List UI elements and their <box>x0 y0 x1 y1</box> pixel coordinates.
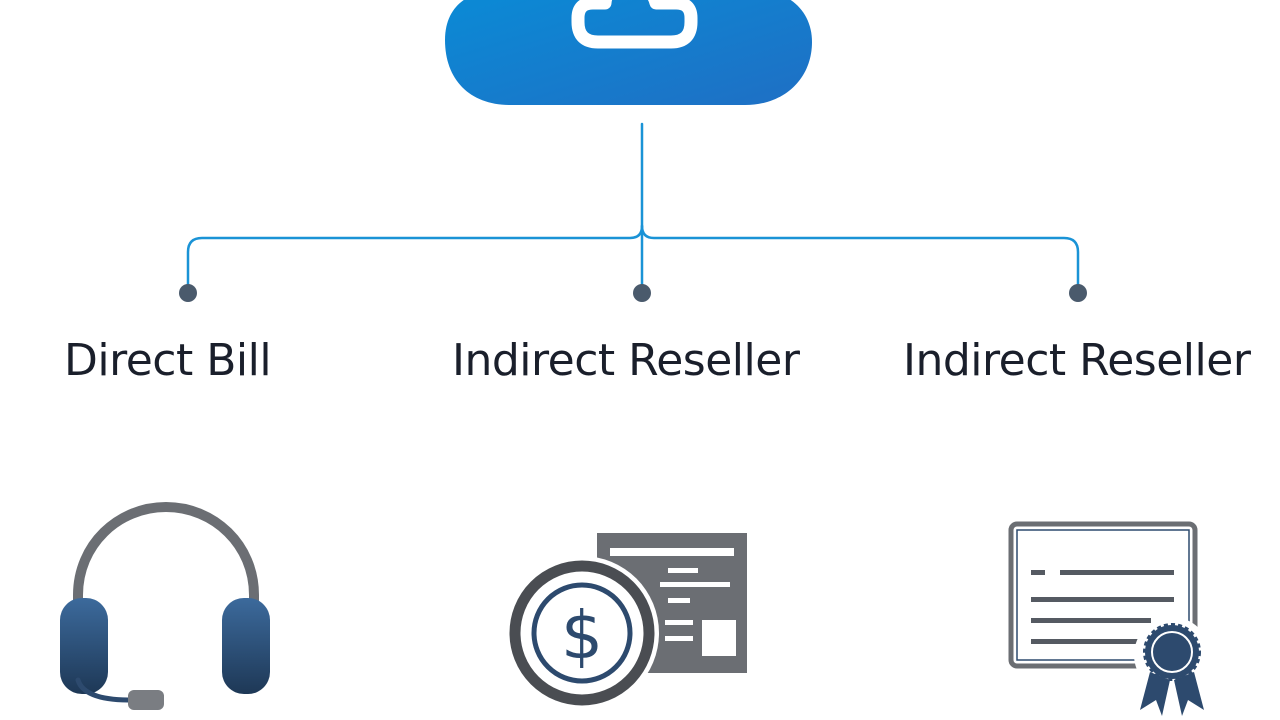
node-dot-indirect-reseller-1 <box>633 284 651 302</box>
certificate-icon <box>1008 521 1210 716</box>
node-label-direct-bill: Direct Bill <box>64 335 272 386</box>
node-dot-indirect-reseller-2 <box>1069 284 1087 302</box>
headset-icon <box>60 501 270 710</box>
svg-text:$: $ <box>561 597 603 674</box>
node-label-indirect-reseller-2: Indirect Reseller <box>903 335 1251 386</box>
node-label-indirect-reseller-1: Indirect Reseller <box>452 335 800 386</box>
connector-lines <box>186 122 1080 295</box>
cloud-icon <box>445 0 812 105</box>
billing-invoice-icon: $ <box>505 533 747 710</box>
node-dot-direct-bill <box>179 284 197 302</box>
